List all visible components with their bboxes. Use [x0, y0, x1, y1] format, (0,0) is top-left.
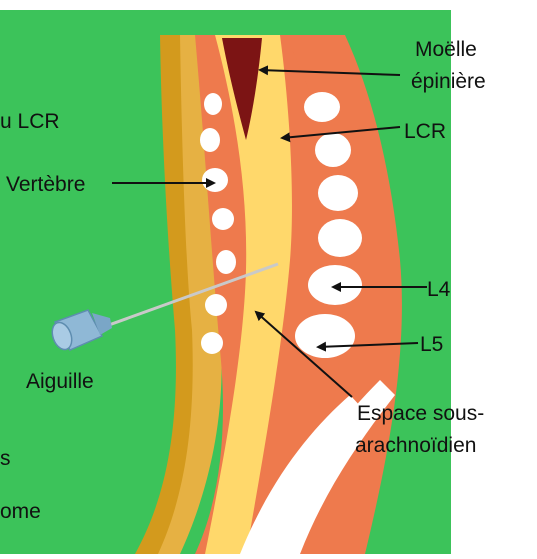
- vertebral-body-l4: [308, 265, 362, 305]
- vertebral-body: [315, 133, 351, 167]
- vertebral-body: [304, 92, 340, 122]
- spinous-process: [212, 208, 234, 230]
- spinous-process: [201, 332, 223, 354]
- label-espace-line1: Espace sous-: [357, 402, 484, 425]
- label-partial-ome: ome: [0, 500, 41, 523]
- label-espace-line2: arachnoïdien: [355, 434, 476, 457]
- spinous-process: [200, 128, 220, 152]
- vertebral-body: [318, 219, 362, 257]
- label-partial-s: s: [0, 447, 11, 470]
- spinous-process: [205, 294, 227, 316]
- spinous-process: [202, 168, 228, 192]
- label-l4: L4: [427, 278, 451, 301]
- label-moelle-line2: épinière: [411, 70, 486, 93]
- vertebral-body-l5: [295, 314, 355, 358]
- label-vertebre: Vertèbre: [6, 173, 85, 196]
- vertebral-body: [318, 175, 358, 211]
- spinous-process: [216, 250, 236, 274]
- label-lcr-partial: u LCR: [0, 110, 60, 133]
- label-l5: L5: [420, 333, 443, 356]
- label-lcr: LCR: [404, 120, 446, 143]
- spinous-process: [204, 93, 222, 115]
- label-moelle-line1: Moëlle: [415, 38, 477, 61]
- label-aiguille: Aiguille: [26, 370, 94, 393]
